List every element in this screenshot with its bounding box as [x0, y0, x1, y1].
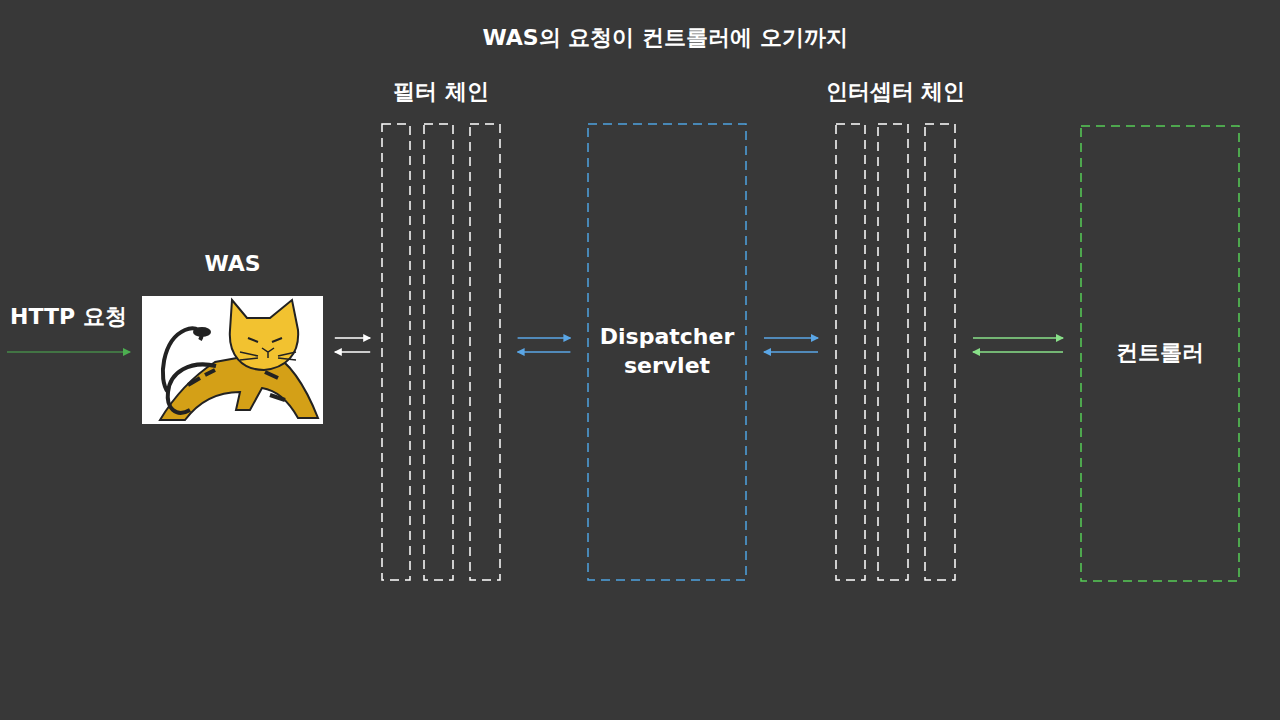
node-label: Dispatcher servlet — [596, 323, 738, 380]
interceptor-columns — [836, 124, 955, 580]
dispatcher-outline — [588, 124, 746, 580]
node-heading: 필터 체인 — [393, 78, 489, 107]
diagram-title: WAS의 요청이 컨트롤러에 오기까지 — [482, 24, 847, 53]
controller-box: 컨트롤러 — [1081, 126, 1239, 581]
arrow-line — [335, 337, 370, 339]
filter-columns — [382, 124, 500, 580]
node-label: 컨트롤러 — [1116, 339, 1204, 368]
tomcat-logo — [142, 296, 323, 424]
connector-arrow — [335, 338, 370, 352]
was-box: WAS — [142, 296, 323, 424]
arrow-line — [973, 337, 1063, 339]
arrow-line — [973, 351, 1063, 353]
node-heading: 인터셉터 체인 — [826, 78, 966, 107]
node-heading: WAS — [204, 250, 260, 279]
controller-outline — [1081, 126, 1239, 581]
interceptor-chain: 인터셉터 체인 — [836, 124, 955, 580]
arrow-line — [518, 337, 571, 339]
arrow-line — [764, 337, 818, 339]
arrow-line — [518, 351, 571, 353]
request-arrow — [7, 351, 130, 352]
filter-chain: 필터 체인 — [382, 124, 500, 580]
dispatcher-servlet-box: Dispatcher servlet — [588, 124, 746, 580]
connector-arrow — [764, 338, 818, 352]
connector-arrow — [973, 338, 1063, 352]
arrow-line — [764, 351, 818, 353]
request-label: HTTP 요청 — [10, 303, 127, 332]
arrow-line — [335, 351, 370, 353]
connector-arrow — [518, 338, 571, 352]
